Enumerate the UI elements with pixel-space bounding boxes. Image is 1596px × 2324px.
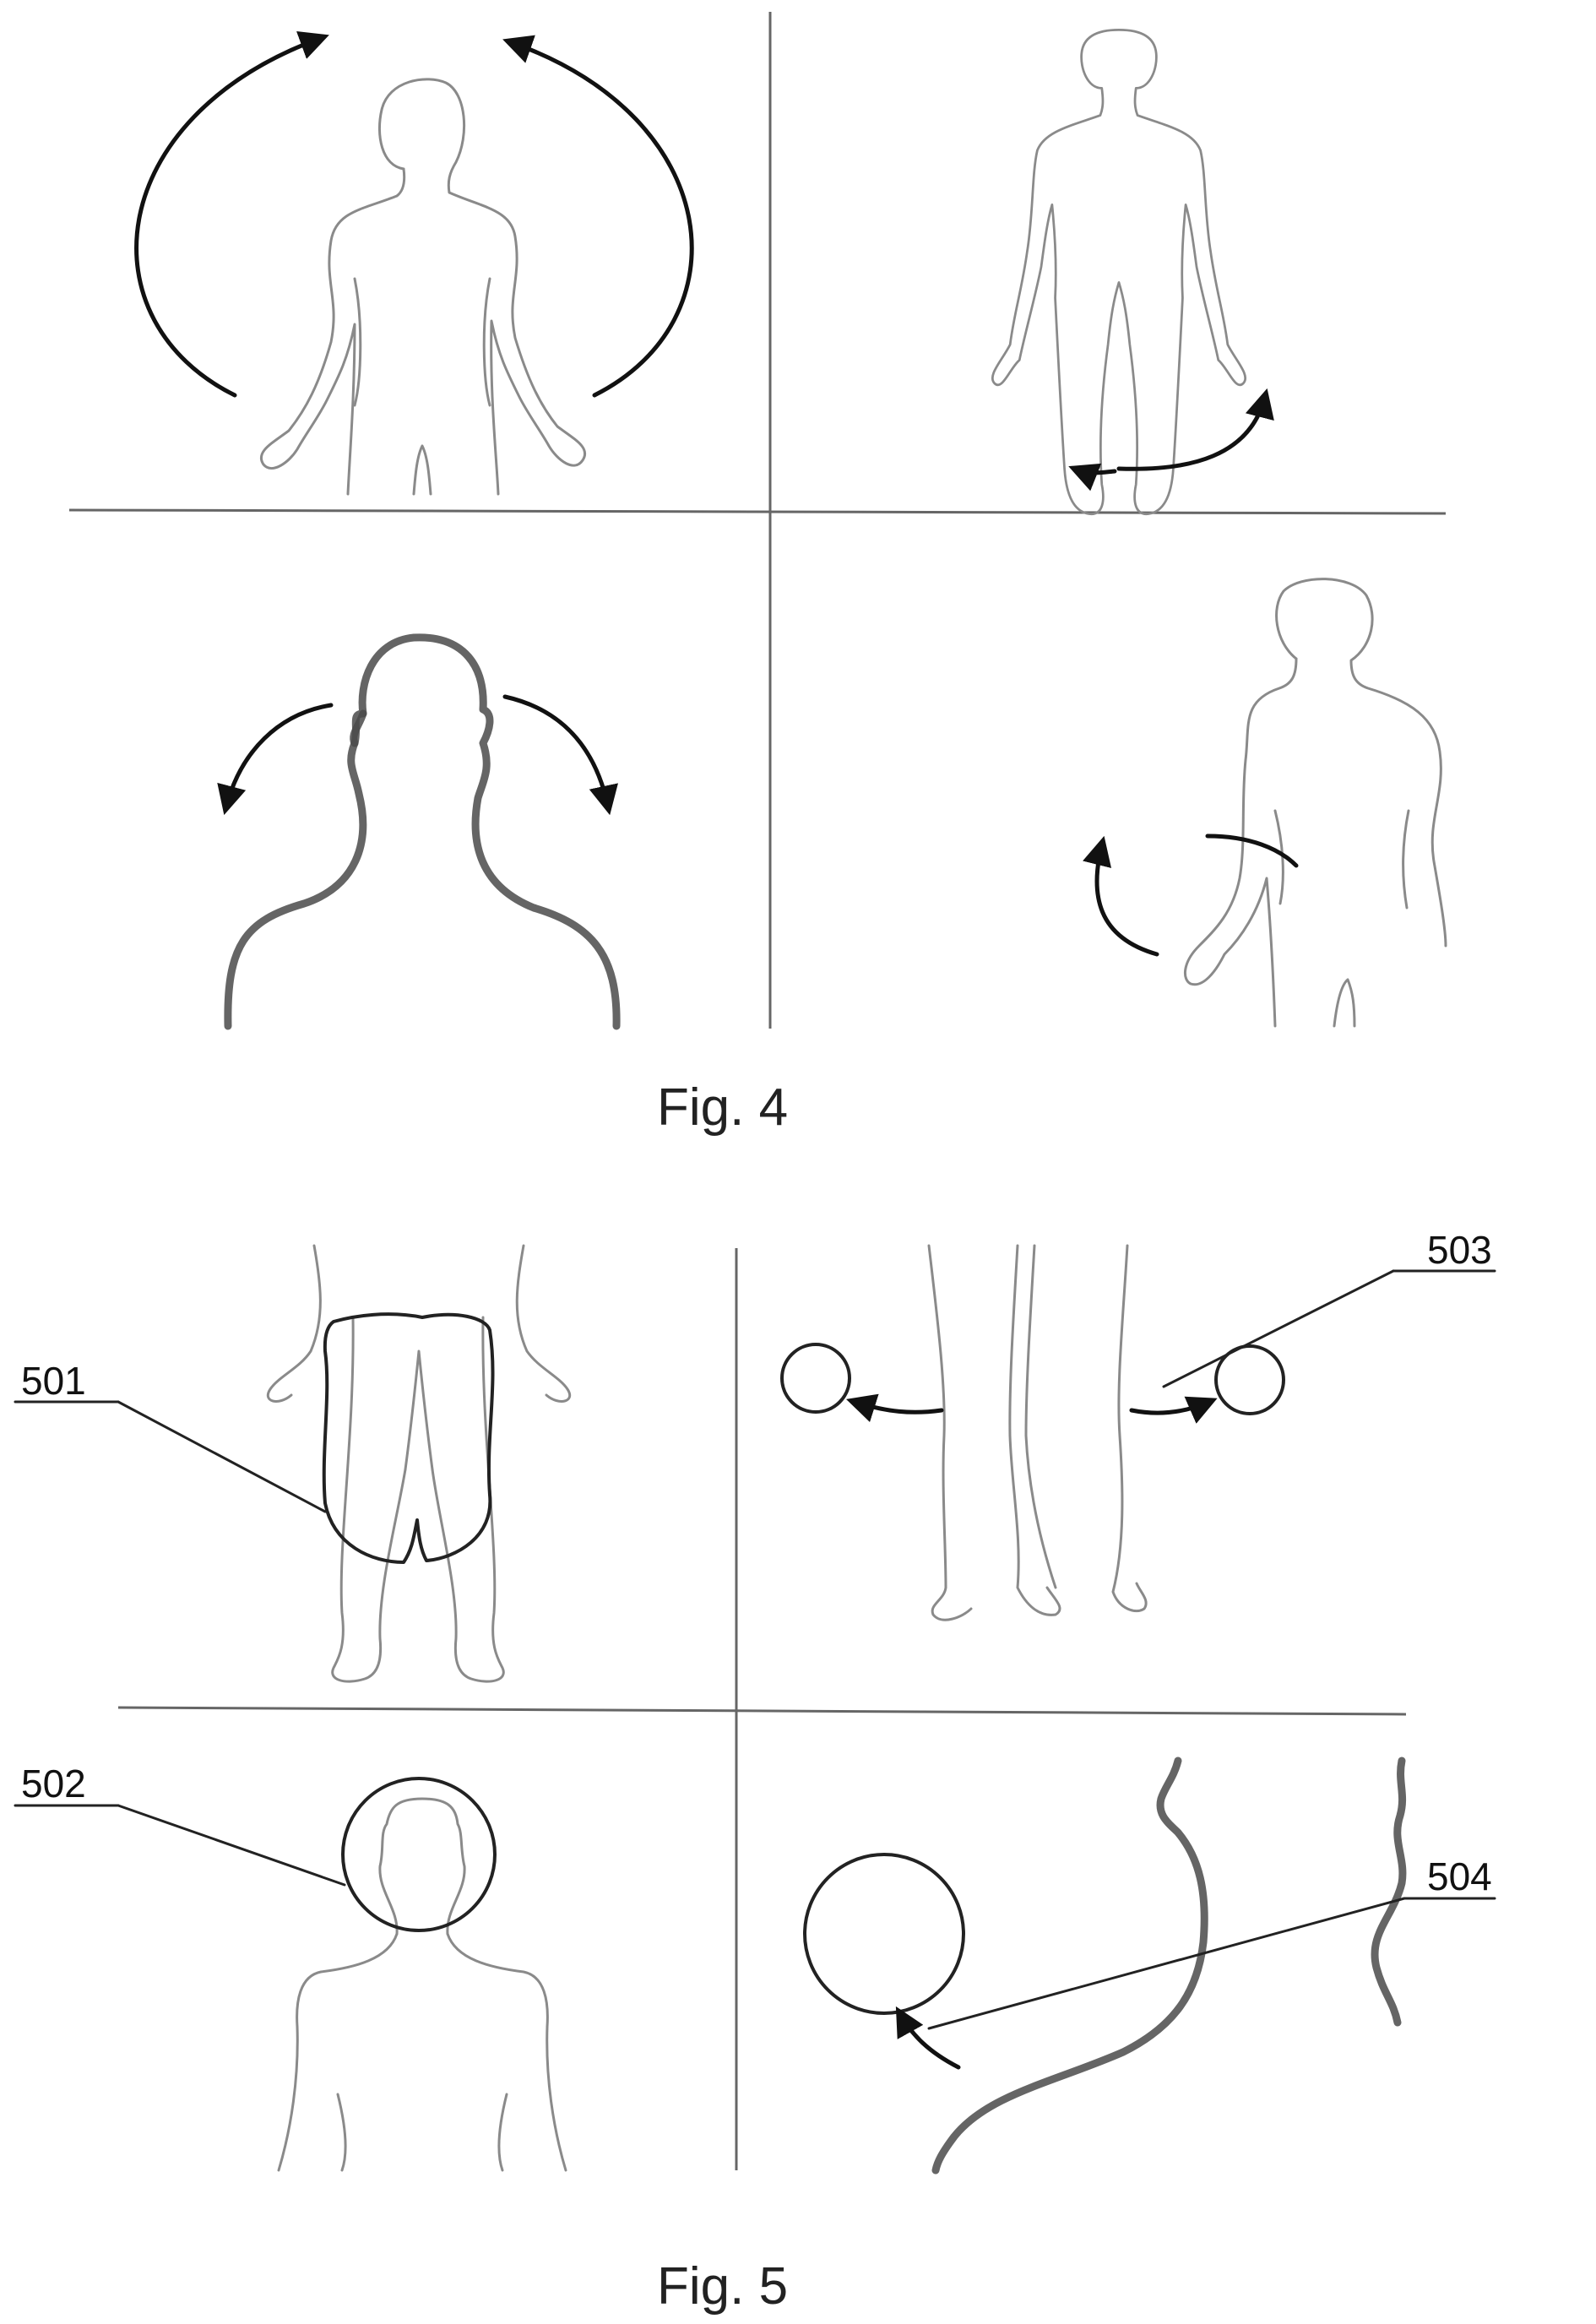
body-outline-head-torso — [279, 1799, 566, 2170]
fig4-panel-leg-move — [992, 30, 1265, 513]
figure-5: 501 503 — [15, 1228, 1495, 2316]
figure-4: Fig. 4 — [69, 12, 1446, 1137]
reference-label-501: 501 — [21, 1359, 86, 1403]
arrow-leg-out-left — [855, 1402, 942, 1412]
body-outline-full — [992, 30, 1245, 513]
reference-label-503: 503 — [1427, 1228, 1492, 1272]
body-outline-head-shoulders — [228, 638, 616, 1026]
fig4-horizontal-divider — [69, 510, 1446, 513]
arrow-leg-rotate-back — [1077, 470, 1115, 473]
arrow-leg-rotate — [1119, 397, 1265, 469]
fig5-panel-zoom-circle: 504 — [805, 1761, 1495, 2170]
fig5-panel-leg-circles: 503 — [782, 1228, 1495, 1620]
head-region-circle — [343, 1778, 495, 1930]
fig5-caption: Fig. 5 — [657, 2257, 788, 2316]
body-outline-lower-body — [268, 1246, 569, 1681]
leader-line-501 — [118, 1402, 325, 1512]
leader-line-503 — [1164, 1271, 1393, 1387]
body-outline-zoomed-left — [936, 1761, 1204, 2170]
arrow-left-arm-up — [137, 38, 321, 395]
arrow-arm-rotate-up — [1097, 844, 1157, 954]
reference-label-504: 504 — [1427, 1854, 1492, 1898]
arrow-head-tilt-right — [505, 697, 608, 806]
arrow-head-tilt-left — [226, 705, 331, 806]
reference-label-502: 502 — [21, 1762, 86, 1805]
body-outline-upper — [261, 79, 584, 494]
fig4-panel-head-tilt — [226, 638, 616, 1026]
leader-line-504 — [929, 1898, 1404, 2028]
arrow-right-arm-up — [511, 42, 692, 395]
circle-left — [782, 1344, 850, 1412]
body-outline-zoomed-right — [1375, 1761, 1403, 2023]
fig5-panel-thigh-region: 501 — [15, 1246, 570, 1681]
leader-line-502 — [118, 1805, 345, 1885]
fig5-horizontal-divider — [118, 1708, 1406, 1714]
fig4-caption: Fig. 4 — [657, 1078, 788, 1137]
fig5-panel-head-region: 502 — [15, 1762, 566, 2170]
body-outline-torso — [1185, 579, 1446, 1026]
zoom-region-circle — [805, 1854, 964, 2013]
fig4-panel-arm-rotate — [1097, 579, 1446, 1026]
fig4-panel-arms-raise — [137, 38, 692, 494]
arrow-leg-out-right — [1132, 1402, 1209, 1413]
body-outline-legs — [929, 1246, 1146, 1620]
